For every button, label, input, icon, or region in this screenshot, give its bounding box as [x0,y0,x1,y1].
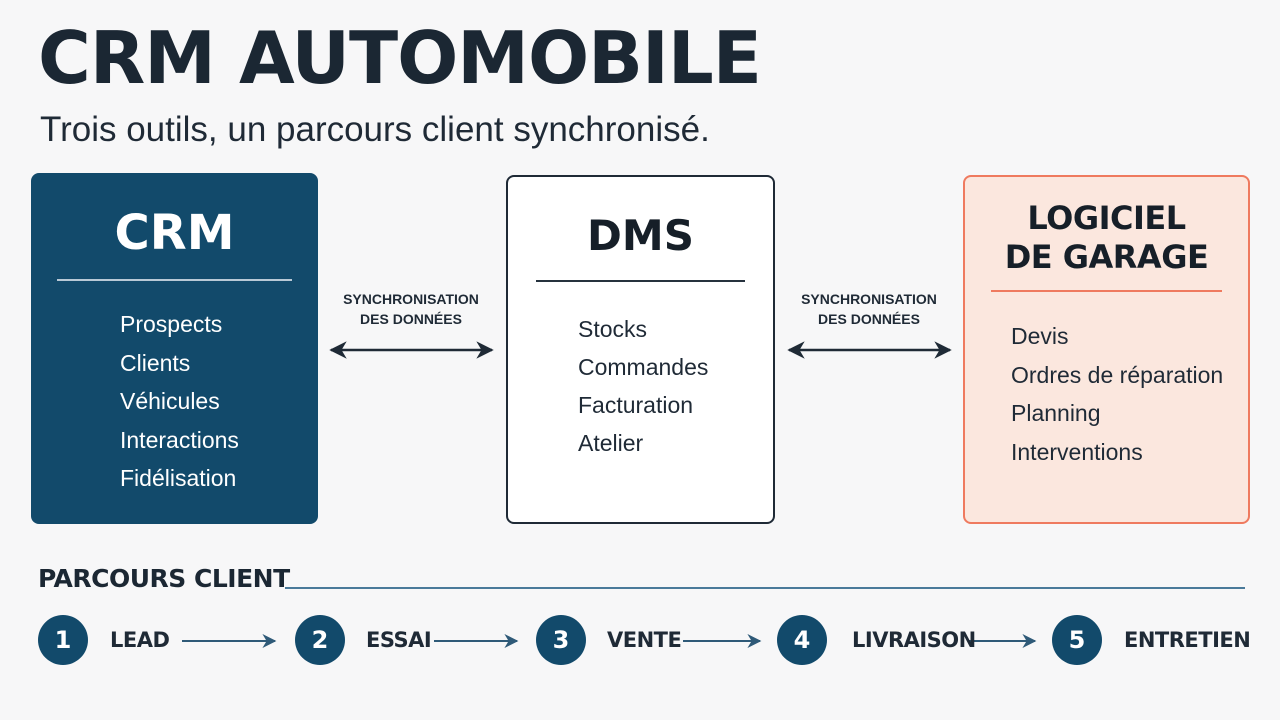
garage-item: Planning [1011,400,1101,426]
sync-label-line2: DES DONNÉES [818,311,920,327]
page-title: CRM AUTOMOBILE [38,16,762,100]
journey-step-number: 4 [777,615,827,665]
journey-step-label: VENTE [607,628,682,652]
dms-item-list: Stocks Commandes Facturation Atelier [578,310,708,462]
garage-software-box: LOGICIEL DE GARAGE Devis Ordres de répar… [963,175,1250,524]
garage-box-title: LOGICIEL DE GARAGE [965,199,1248,277]
page-subtitle: Trois outils, un parcours client synchro… [40,110,710,149]
journey-divider [285,587,1245,589]
journey-title: PARCOURS CLIENT [38,564,290,593]
journey-step-number: 2 [295,615,345,665]
dms-box-title: DMS [587,211,694,260]
sync-label-line1: SYNCHRONISATION [343,291,479,307]
garage-item-list: Devis Ordres de réparation Planning Inte… [1011,317,1223,471]
journey-step-label: ESSAI [366,628,432,652]
journey-step-label: LEAD [110,628,170,652]
garage-box-divider [991,290,1222,292]
sync-label-crm-dms: SYNCHRONISATION DES DONNÉES [326,289,496,329]
crm-item: Interactions [120,426,239,453]
dms-item: Facturation [578,392,694,418]
dms-item: Commandes [578,354,709,380]
garage-item: Devis [1011,323,1069,349]
sync-label-line1: SYNCHRONISATION [801,291,937,307]
sync-label-dms-garage: SYNCHRONISATION DES DONNÉES [784,289,954,329]
garage-item: Interventions [1011,438,1143,465]
crm-item: Véhicules [120,388,220,414]
dms-box: DMS Stocks Commandes Facturation Atelier [506,175,775,524]
dms-item: Stocks [578,316,648,342]
crm-item: Prospects [120,311,223,337]
sync-label-line2: DES DONNÉES [360,311,462,327]
journey-step-number: 5 [1052,615,1102,665]
dms-box-divider [536,280,745,282]
crm-box-title: CRM [114,205,235,261]
journey-step-label: ENTRETIEN [1124,628,1251,652]
journey-step-number: 1 [38,615,88,665]
crm-item-list: Prospects Clients Véhicules Interactions… [120,305,239,498]
journey-step-number: 3 [536,615,586,665]
garage-box-title-line2: DE GARAGE [1004,238,1209,276]
journey-step-label: LIVRAISON [852,628,976,652]
crm-box-divider [57,279,292,281]
garage-item: Ordres de réparation [1011,361,1224,388]
garage-box-title-line1: LOGICIEL [1027,199,1186,237]
dms-item: Atelier [578,430,644,456]
crm-item: Fidélisation [120,465,237,491]
crm-item: Clients [120,349,191,376]
crm-box: CRM Prospects Clients Véhicules Interact… [31,173,318,524]
